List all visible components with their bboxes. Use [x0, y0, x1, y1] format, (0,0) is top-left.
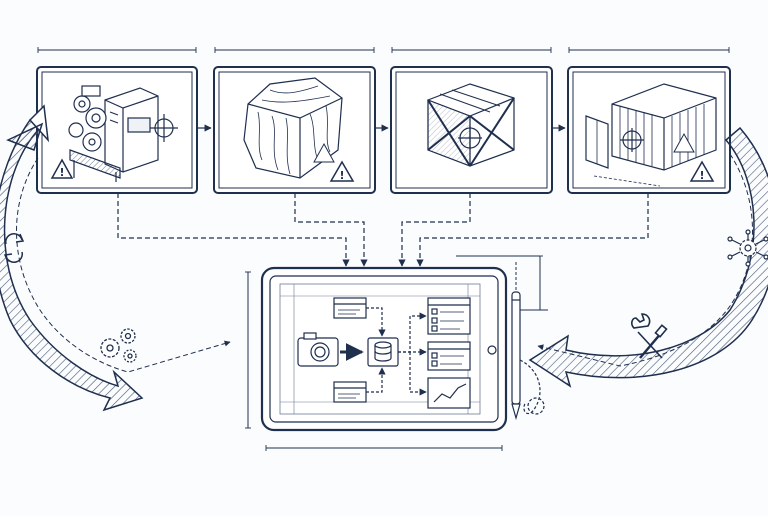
camera-icon: [297, 332, 339, 367]
left-dashed-loop: [16, 157, 231, 373]
warning-glyph: !: [59, 166, 64, 179]
warning-glyph: !: [699, 169, 704, 182]
line-chart-icon: [427, 377, 471, 409]
tablet-workflow: [297, 297, 471, 409]
warning-icon: !: [50, 158, 74, 179]
wrench-screwdriver-icon: [631, 313, 668, 359]
warning-icon: !: [689, 160, 715, 182]
right-dashed-loop: [537, 153, 753, 367]
dashed-connectors: [117, 193, 649, 267]
form-icon: [333, 297, 367, 319]
warning-icon-outline: [673, 132, 695, 153]
form-icon: [427, 341, 471, 371]
lathe-machine-icon: [68, 85, 178, 182]
left-return-arrow: [0, 104, 144, 412]
raw-stone-block-icon: [243, 77, 343, 179]
database-icon: [367, 337, 399, 367]
checklist-icon: [427, 297, 471, 335]
form-icon: [333, 381, 367, 403]
tablet-dimension-lines: [245, 255, 548, 451]
warning-icon-outline: [313, 142, 335, 163]
warning-glyph: !: [339, 169, 344, 182]
gears-icon: [100, 328, 137, 363]
warning-icon: !: [329, 160, 355, 182]
wooden-crate-icon: [427, 83, 515, 167]
right-return-arrow: [528, 126, 768, 388]
stylus-icon: [511, 291, 545, 421]
refresh-cycle-icon: [3, 233, 25, 263]
tablet-home-button[interactable]: [487, 345, 497, 355]
gear-network-icon: [727, 229, 768, 267]
